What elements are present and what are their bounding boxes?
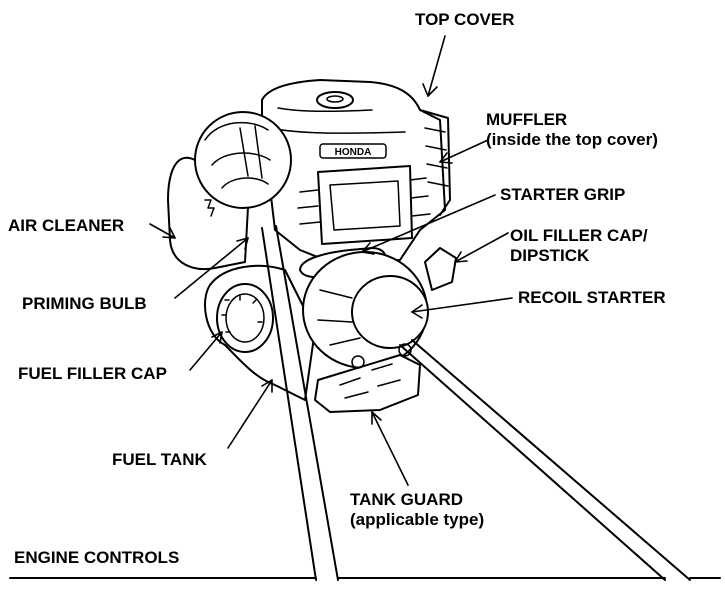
label-air-cleaner: AIR CLEANER bbox=[8, 216, 125, 235]
brand-mark: HONDA bbox=[335, 147, 372, 158]
engine-grille bbox=[317, 165, 413, 245]
tank-guard-shape bbox=[314, 354, 421, 413]
top-cover-cap bbox=[316, 91, 354, 109]
label-tank-guard-note: (applicable type) bbox=[350, 510, 485, 529]
section-title: ENGINE CONTROLS bbox=[14, 548, 180, 567]
label-fuel-tank: FUEL TANK bbox=[112, 450, 207, 469]
label-starter-grip: STARTER GRIP bbox=[500, 185, 626, 204]
detail-circle bbox=[194, 111, 292, 209]
label-muffler-note: (inside the top cover) bbox=[486, 130, 658, 149]
label-muffler: MUFFLER (inside the top cover) bbox=[486, 110, 658, 150]
label-tank-guard-title: TANK GUARD bbox=[350, 490, 464, 509]
label-recoil-starter: RECOIL STARTER bbox=[518, 288, 666, 307]
air-cleaner-tab bbox=[204, 199, 215, 217]
label-top-cover: TOP COVER bbox=[415, 10, 515, 29]
support-lines bbox=[399, 339, 691, 581]
label-oil-filler-line2: DIPSTICK bbox=[510, 246, 590, 265]
label-oil-filler-line1: OIL FILLER CAP/ bbox=[510, 226, 648, 245]
oil-filler-cap-shape bbox=[424, 247, 457, 291]
leader-lines bbox=[149, 35, 513, 486]
label-oil-filler-cap: OIL FILLER CAP/ DIPSTICK bbox=[510, 226, 648, 266]
label-muffler-title: MUFFLER bbox=[486, 110, 568, 129]
label-priming-bulb: PRIMING BULB bbox=[22, 294, 147, 313]
label-fuel-filler-cap: FUEL FILLER CAP bbox=[18, 364, 167, 383]
label-tank-guard: TANK GUARD (applicable type) bbox=[350, 490, 484, 530]
drive-shaft bbox=[261, 225, 339, 581]
